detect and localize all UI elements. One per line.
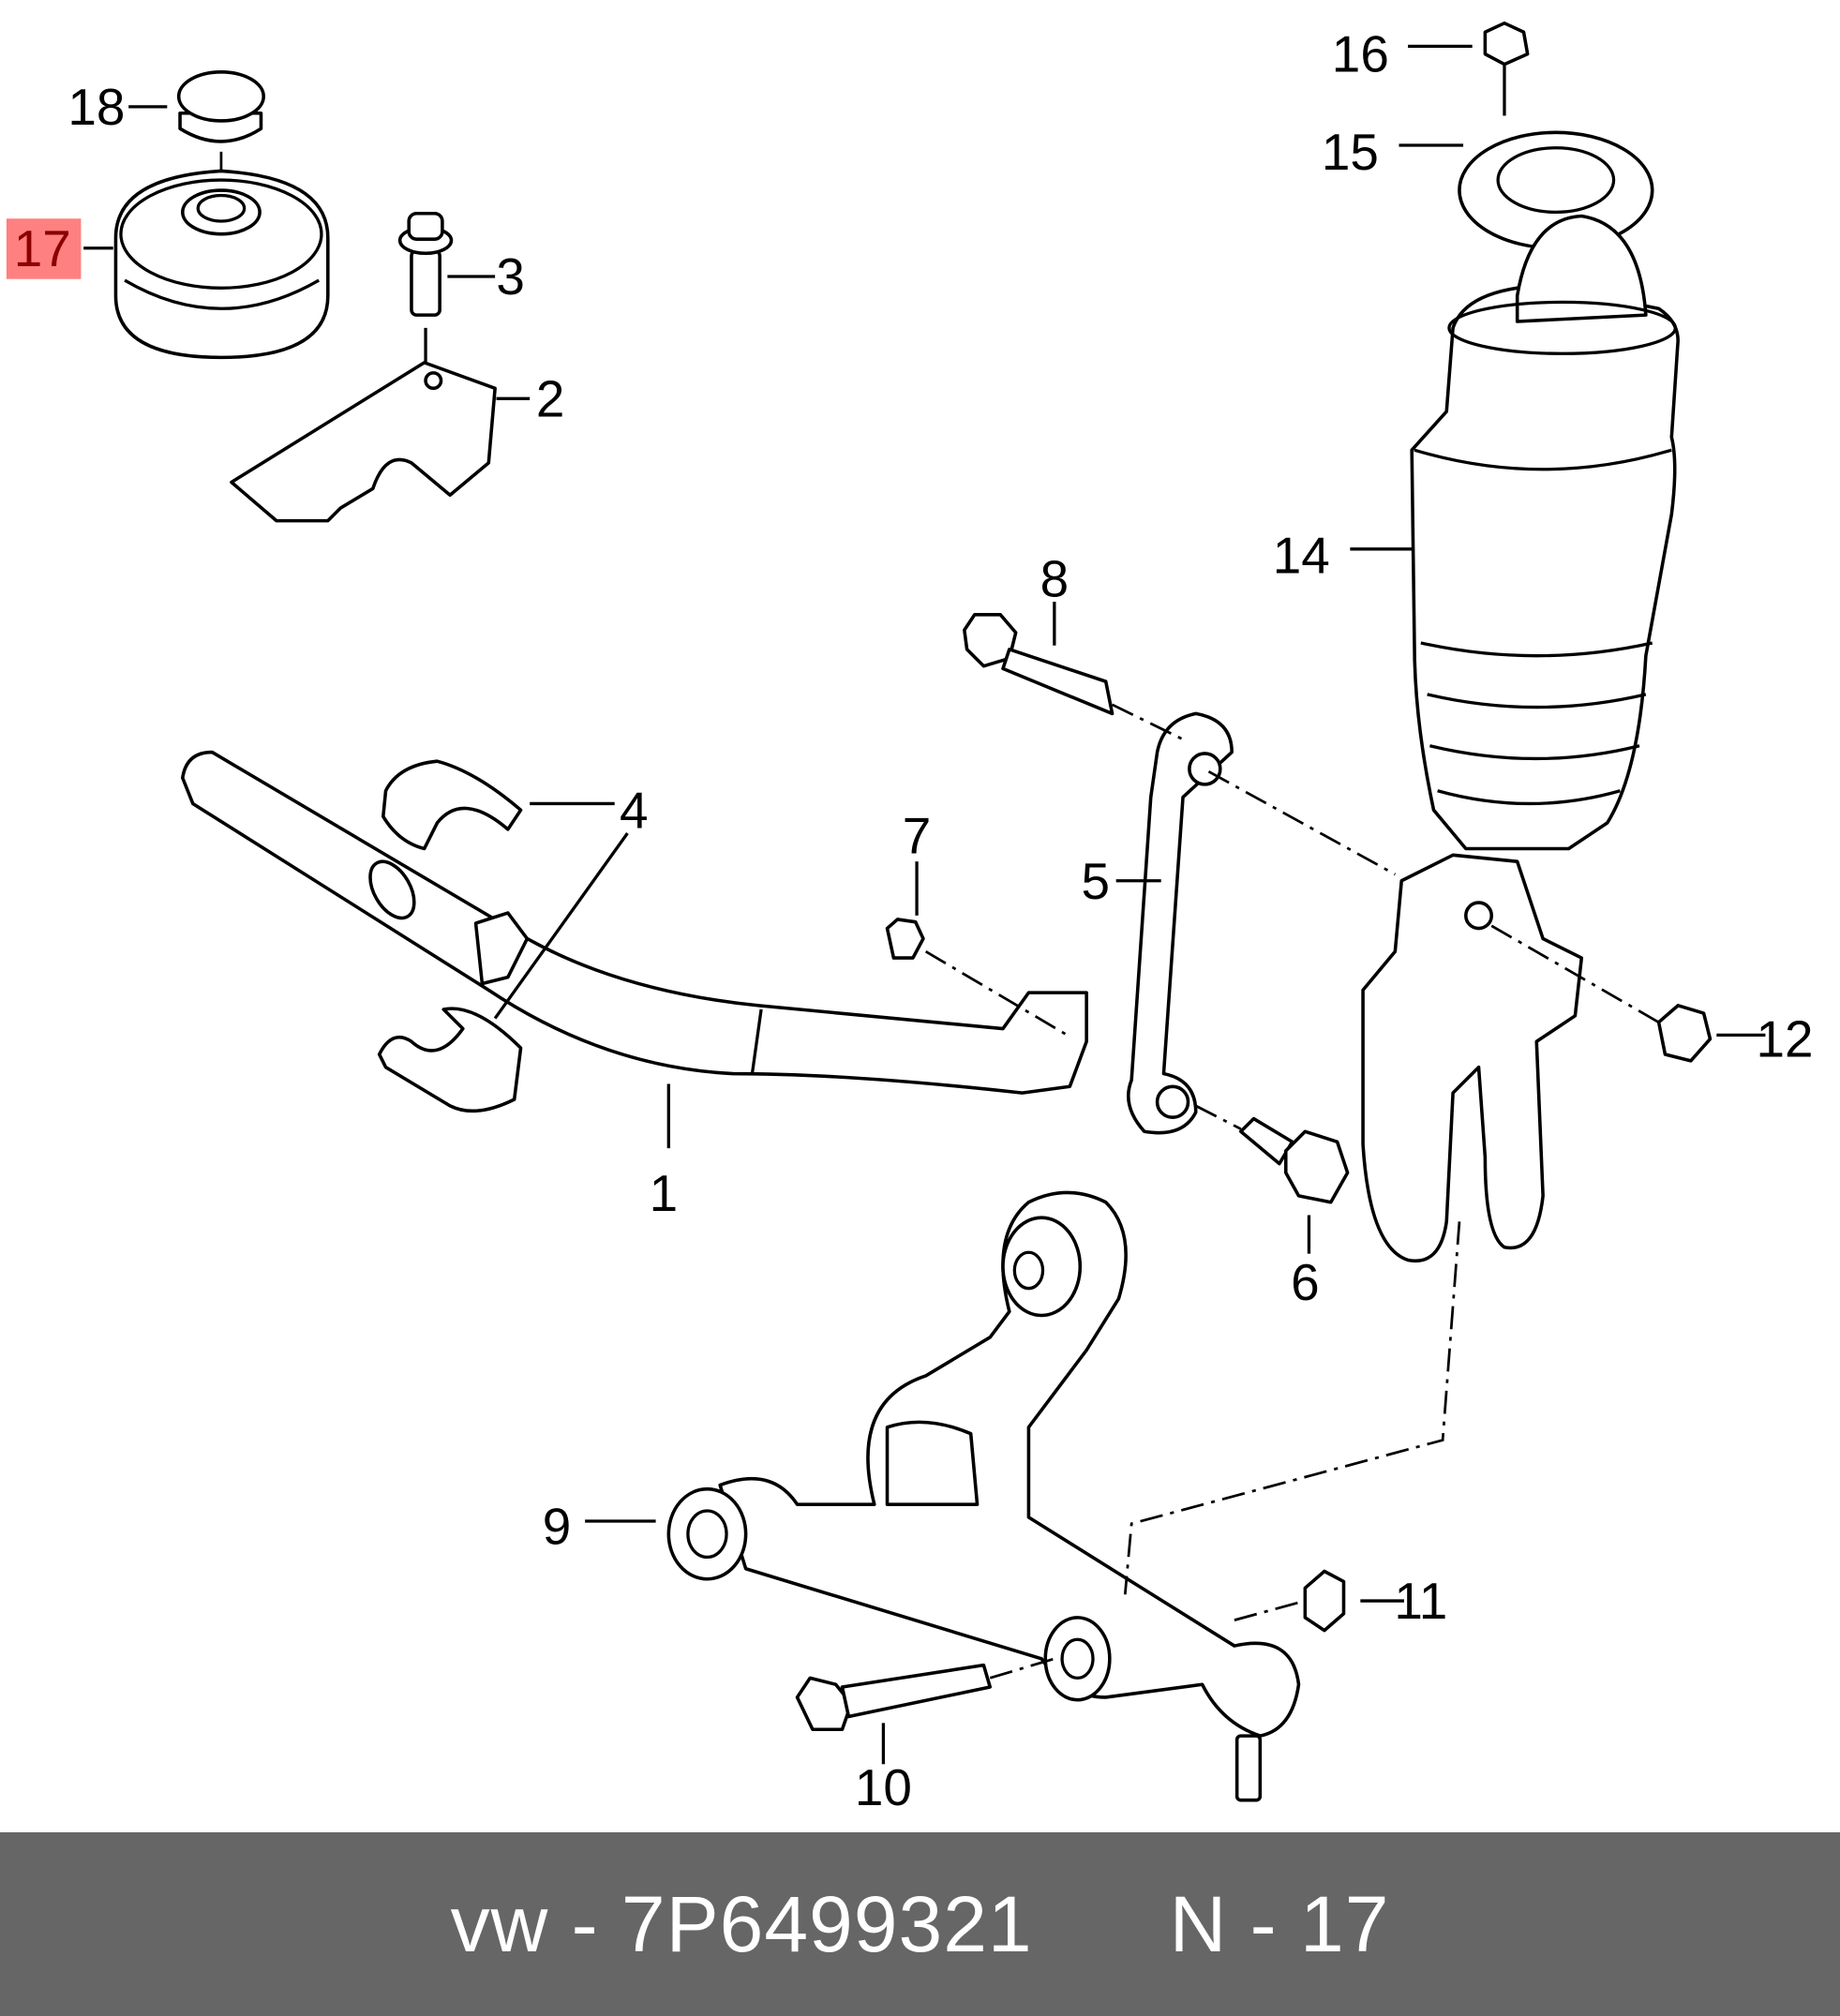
part-2-bracket[interactable]	[230, 361, 497, 523]
part-14-air-strut[interactable]	[1410, 214, 1680, 851]
strut-fork	[1207, 769, 1660, 1263]
part-7-nut[interactable]	[885, 918, 1069, 1037]
part-8-bolt[interactable]	[963, 612, 1184, 741]
label-6[interactable]: 6	[1291, 1253, 1320, 1311]
label-16[interactable]: 16	[1332, 25, 1389, 83]
label-3[interactable]: 3	[496, 247, 525, 306]
label-1[interactable]: 1	[650, 1164, 679, 1222]
part-15-plate[interactable]	[1458, 130, 1654, 250]
part-16-nut[interactable]	[1483, 21, 1530, 116]
brand-part-number: vw - 7P6499321	[450, 1879, 1033, 1968]
label-4[interactable]: 4	[620, 781, 649, 839]
label-14[interactable]: 14	[1273, 527, 1330, 585]
label-2[interactable]: 2	[536, 369, 565, 427]
parts-diagram: 17 18 3 2 16 15 14 8 4 7 5 12 1 6 9 11 1…	[6, 21, 1814, 1816]
part-12-nut[interactable]	[1656, 1004, 1713, 1063]
label-7[interactable]: 7	[903, 807, 932, 865]
part-3-bolt[interactable]	[397, 211, 454, 373]
label-17[interactable]: 17	[14, 219, 71, 277]
label-15[interactable]: 15	[1322, 123, 1379, 181]
part-10-bolt[interactable]	[795, 1657, 1055, 1732]
part-5-coupling-rod[interactable]	[1127, 711, 1234, 1135]
footer-spacer	[1033, 1879, 1170, 1970]
part-9-control-arm[interactable]	[666, 1190, 1461, 1802]
leader-lines	[83, 44, 1766, 1765]
label-18[interactable]: 18	[67, 78, 125, 136]
part-1-stabilizer-bar[interactable]	[181, 750, 1088, 1095]
label-10[interactable]: 10	[855, 1758, 912, 1816]
highlight-box-17	[6, 218, 82, 279]
part-number-footer: vw - 7P6499321 N - 17	[0, 1832, 1840, 2016]
position-number: N - 17	[1169, 1879, 1390, 1968]
label-9[interactable]: 9	[543, 1497, 572, 1555]
part-18-cap[interactable]	[176, 70, 265, 206]
label-8[interactable]: 8	[1040, 549, 1070, 607]
label-5[interactable]: 5	[1081, 852, 1110, 910]
part-17-bushing[interactable]	[113, 169, 330, 360]
part-6-bolt[interactable]	[1195, 1104, 1350, 1204]
part-11-nut[interactable]	[1234, 1569, 1346, 1633]
label-12[interactable]: 12	[1757, 1010, 1814, 1068]
part-4-bushing-halves[interactable]	[377, 759, 523, 1113]
label-11[interactable]: 11	[1394, 1572, 1447, 1630]
